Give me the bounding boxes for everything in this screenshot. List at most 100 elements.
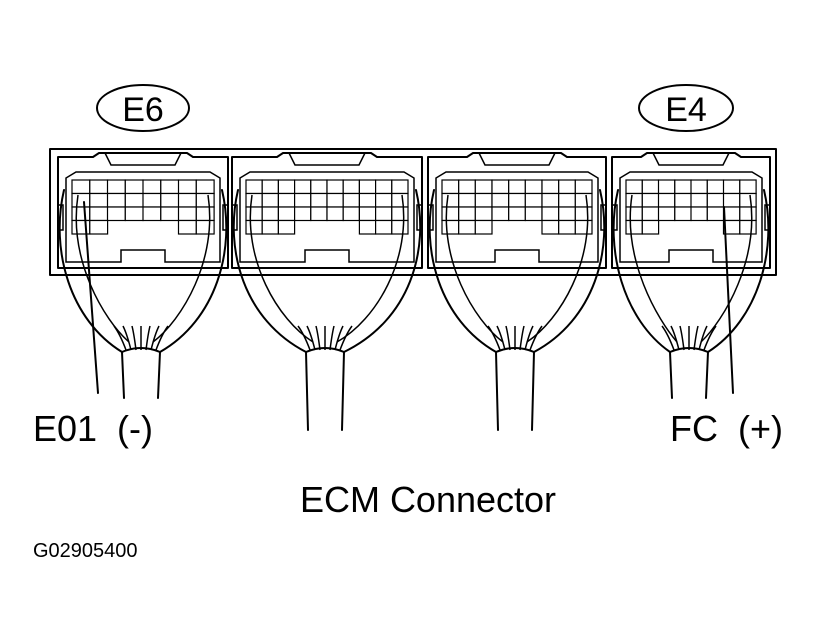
pin-cell: [261, 219, 280, 235]
pin-cell: [261, 206, 280, 222]
pin-cell: [391, 206, 409, 222]
pin-cell: [326, 206, 344, 222]
pin-cell: [294, 206, 312, 222]
pin-cell: [458, 192, 477, 208]
wire-strand: [661, 325, 675, 351]
pin-cell: [89, 192, 109, 208]
harness-e7: [428, 189, 606, 431]
block-outline: [427, 152, 607, 269]
bundle-collar: [669, 347, 709, 353]
wire-strand: [487, 325, 501, 351]
pin-cell: [277, 219, 296, 235]
pin-cell: [674, 192, 692, 208]
e01-pin-label: E01 (-): [33, 408, 153, 449]
pin-cell: [277, 192, 296, 208]
pin-cell: [261, 192, 280, 208]
pin-cell: [294, 179, 312, 195]
pin-cell: [342, 192, 361, 208]
pin-cell: [458, 219, 477, 235]
block-inner-frame: [435, 171, 599, 263]
e6-callout-oval: [96, 84, 190, 132]
block-outline: [57, 152, 229, 269]
harness-inner-curve: [336, 194, 405, 343]
bundle-sleeve-edge: [495, 351, 499, 431]
wire-strand: [519, 325, 525, 351]
pin-cell: [177, 206, 197, 222]
block-outline: [231, 152, 423, 269]
wire-strand: [155, 325, 169, 351]
connector-block-e7: [427, 152, 607, 269]
wire-strand: [113, 325, 127, 351]
pin-cell: [690, 179, 708, 195]
wire-strand: [693, 325, 699, 351]
wire-strand: [339, 325, 353, 351]
pin-cell: [674, 206, 692, 222]
pin-cell: [441, 219, 460, 235]
pin-cell: [124, 192, 144, 208]
block-inner-frame: [65, 171, 221, 263]
pin-cell: [195, 192, 215, 208]
pin-cell: [524, 179, 543, 195]
wire-strand: [679, 325, 685, 351]
pin-cell: [195, 219, 215, 235]
block-inner-frame: [239, 171, 415, 263]
pin-cell: [625, 179, 643, 195]
pin-cell: [558, 179, 577, 195]
fc-pin-label: FC (+): [670, 408, 783, 449]
pin-cell: [739, 192, 757, 208]
pin-cell: [277, 206, 296, 222]
pin-cell: [706, 179, 725, 195]
pin-cell: [245, 192, 263, 208]
pin-cell: [375, 219, 393, 235]
pin-cell: [358, 192, 377, 208]
wire-strand: [315, 325, 321, 351]
pin-cell: [177, 219, 197, 235]
pin-cell: [391, 219, 409, 235]
latch-tab: [652, 152, 730, 166]
pin-cell: [391, 179, 409, 195]
pin-cell: [391, 192, 409, 208]
wire-strand: [297, 325, 311, 351]
wire-strand: [670, 325, 680, 351]
pin-cell: [674, 179, 692, 195]
pin-cell: [474, 206, 493, 222]
pin-cell: [160, 206, 180, 222]
pin-cell: [641, 179, 660, 195]
pin-cell: [722, 206, 741, 222]
bundle-collar: [121, 347, 161, 353]
bundle-sleeve-edge: [341, 351, 345, 431]
pin-cell: [71, 206, 91, 222]
connector-block-e4: [611, 152, 771, 269]
wire-harness-bundles: [58, 189, 770, 431]
latch-tab: [478, 152, 556, 166]
pin-cell: [71, 179, 91, 195]
pin-cell: [245, 206, 263, 222]
pin-cell: [458, 179, 477, 195]
e6-callout-label: E6: [122, 91, 164, 129]
pin-cell: [458, 206, 477, 222]
pin-cell: [491, 206, 510, 222]
pin-cell: [541, 179, 560, 195]
harness-inner-curve: [629, 194, 678, 343]
pin-cell: [326, 179, 344, 195]
pin-cell: [722, 179, 741, 195]
pin-cell: [310, 179, 328, 195]
pin-cell: [508, 179, 527, 195]
wire-strand: [131, 325, 137, 351]
pin-cell: [441, 206, 460, 222]
pin-cell: [195, 206, 215, 222]
harness-outer-curve: [612, 189, 671, 353]
connector-blocks: [57, 152, 771, 269]
wire-strand: [306, 325, 316, 351]
pin-cell: [474, 192, 493, 208]
pin-cell: [690, 206, 708, 222]
wire-strand: [334, 325, 344, 351]
pin-cell: [124, 206, 144, 222]
pin-cell: [739, 179, 757, 195]
block-inner-frame: [619, 171, 763, 263]
pin-cell: [508, 206, 527, 222]
pin-cell: [541, 219, 560, 235]
pin-cell: [474, 219, 493, 235]
wire-strand: [703, 325, 717, 351]
wire-strand: [524, 325, 534, 351]
